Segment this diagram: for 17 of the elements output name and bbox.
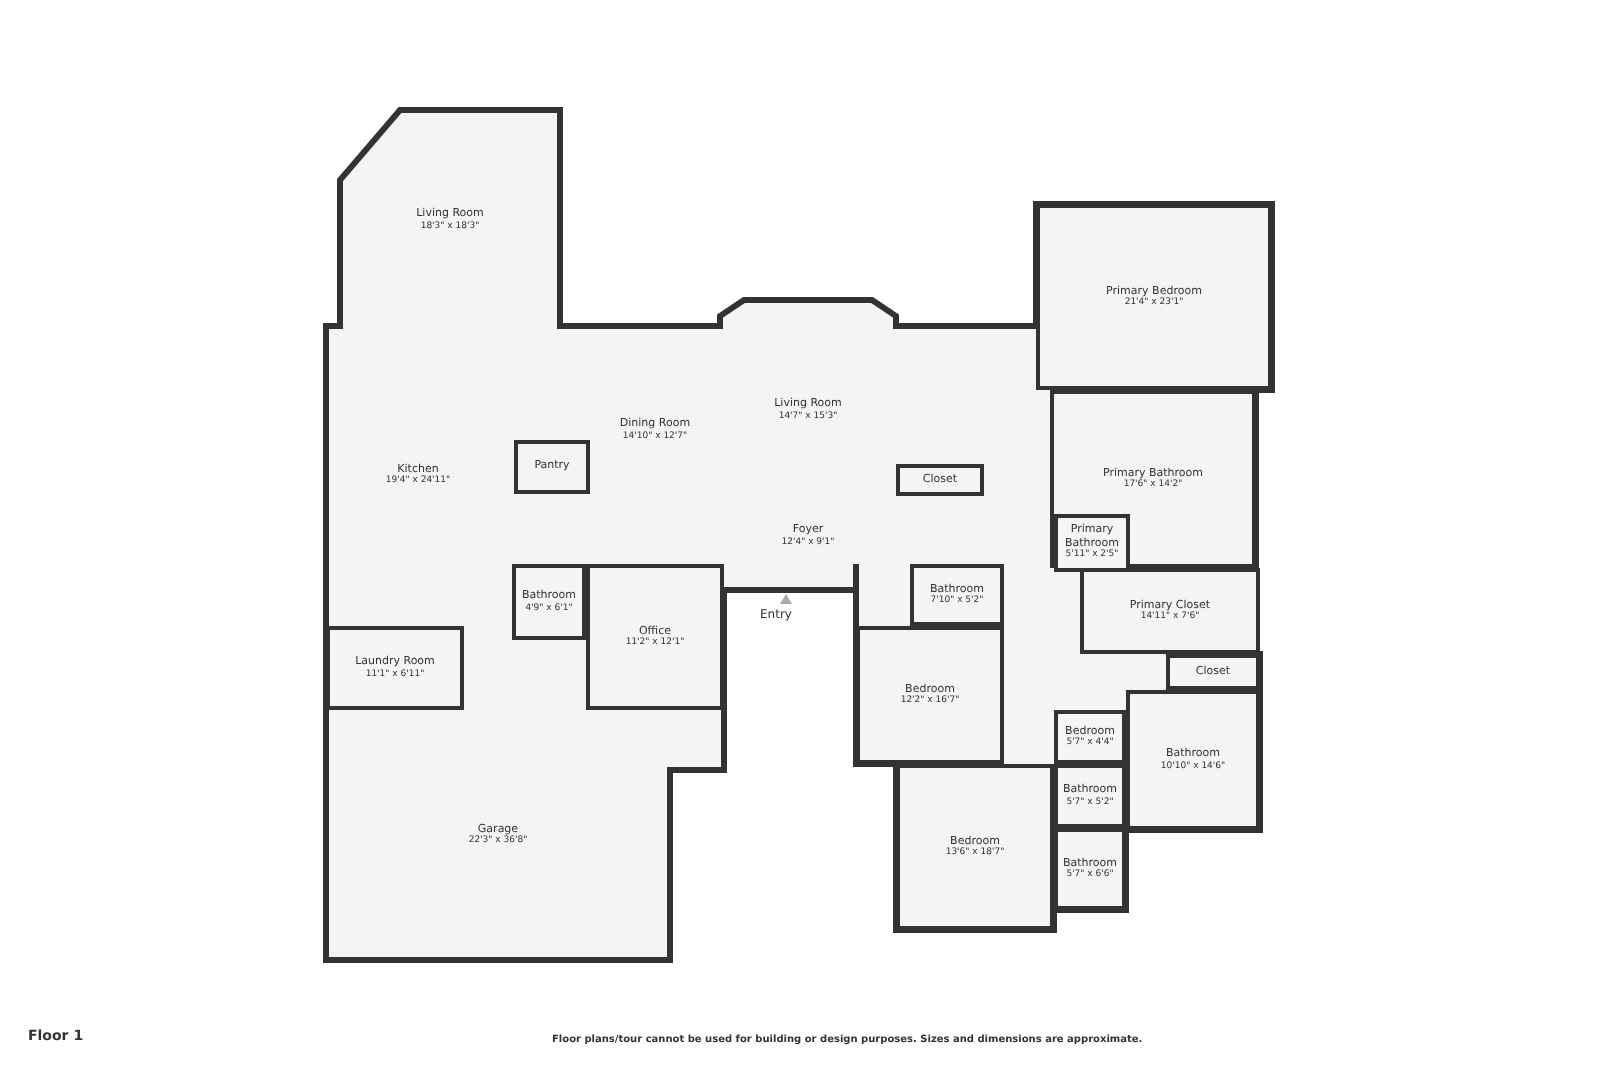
room bbox=[1080, 568, 1260, 654]
room bbox=[512, 564, 586, 640]
room bbox=[896, 464, 984, 496]
room bbox=[514, 440, 590, 494]
room bbox=[1036, 204, 1272, 390]
room bbox=[1126, 690, 1260, 830]
room bbox=[586, 564, 724, 710]
room bbox=[1054, 710, 1126, 764]
room bbox=[856, 626, 1004, 764]
room bbox=[326, 626, 464, 710]
room bbox=[910, 564, 1004, 626]
room bbox=[1054, 514, 1130, 572]
room bbox=[1054, 764, 1126, 828]
room bbox=[1050, 390, 1256, 568]
room bbox=[1054, 828, 1126, 910]
room bbox=[1166, 654, 1260, 690]
room bbox=[896, 764, 1054, 930]
